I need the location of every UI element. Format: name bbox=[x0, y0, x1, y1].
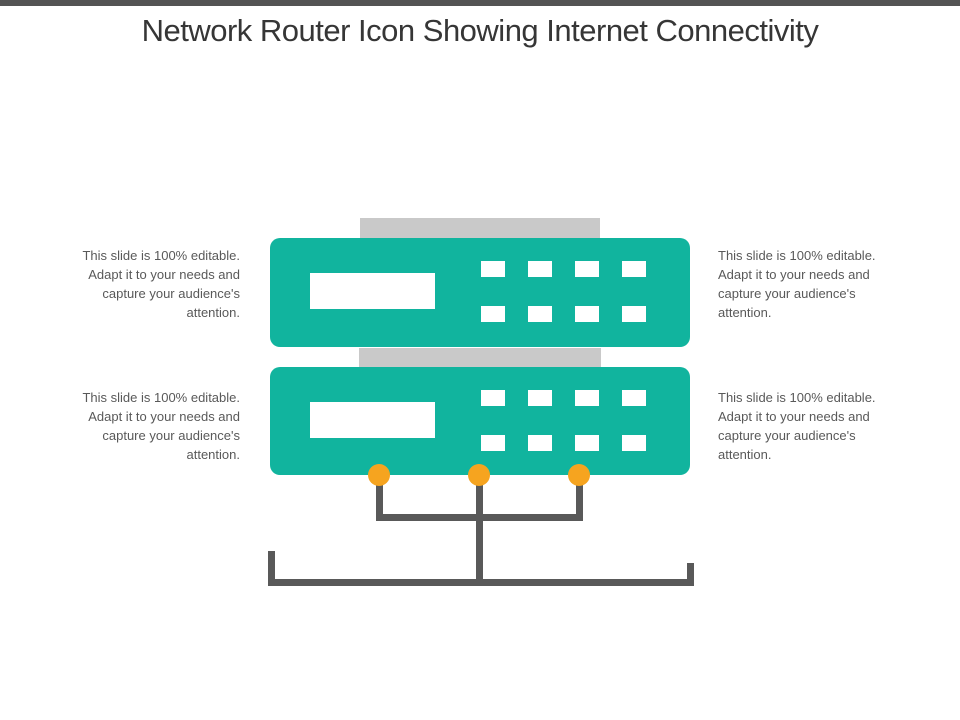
router-port-icon bbox=[528, 261, 552, 277]
router-port-grid bbox=[481, 261, 646, 322]
router-port-icon bbox=[528, 435, 552, 451]
top-accent-bar bbox=[0, 0, 960, 6]
router-port-icon bbox=[575, 261, 599, 277]
network-node-icon bbox=[468, 464, 490, 486]
caption-left-bottom: This slide is 100% editable. Adapt it to… bbox=[82, 390, 240, 462]
router-icon-bottom bbox=[270, 367, 690, 475]
connector-line bbox=[576, 475, 583, 521]
connector-line bbox=[268, 551, 275, 586]
router-port-icon bbox=[622, 306, 646, 322]
router-port-icon bbox=[575, 306, 599, 322]
caption-right-top: This slide is 100% editable. Adapt it to… bbox=[718, 248, 876, 320]
slide-title: Network Router Icon Showing Internet Con… bbox=[141, 13, 819, 48]
connector-line bbox=[268, 579, 694, 586]
router-port-icon bbox=[528, 306, 552, 322]
router-port-icon bbox=[528, 390, 552, 406]
caption-right-bottom: This slide is 100% editable. Adapt it to… bbox=[718, 390, 876, 462]
router-port-icon bbox=[575, 435, 599, 451]
router-port-icon bbox=[575, 390, 599, 406]
router-port-icon bbox=[622, 390, 646, 406]
caption-left-top: This slide is 100% editable. Adapt it to… bbox=[82, 248, 240, 320]
router-icon-top bbox=[270, 238, 690, 347]
router-port-icon bbox=[481, 261, 505, 277]
router-port-icon bbox=[481, 435, 505, 451]
router-port-grid bbox=[481, 390, 646, 451]
connector-line bbox=[687, 563, 694, 586]
router-port-icon bbox=[622, 435, 646, 451]
network-node-icon bbox=[568, 464, 590, 486]
router-port-icon bbox=[481, 306, 505, 322]
router-display-panel bbox=[310, 273, 435, 309]
router-port-icon bbox=[622, 261, 646, 277]
router-port-icon bbox=[481, 390, 505, 406]
connector-line bbox=[476, 475, 483, 586]
network-node-icon bbox=[368, 464, 390, 486]
connector-line bbox=[376, 475, 383, 521]
router-display-panel bbox=[310, 402, 435, 438]
